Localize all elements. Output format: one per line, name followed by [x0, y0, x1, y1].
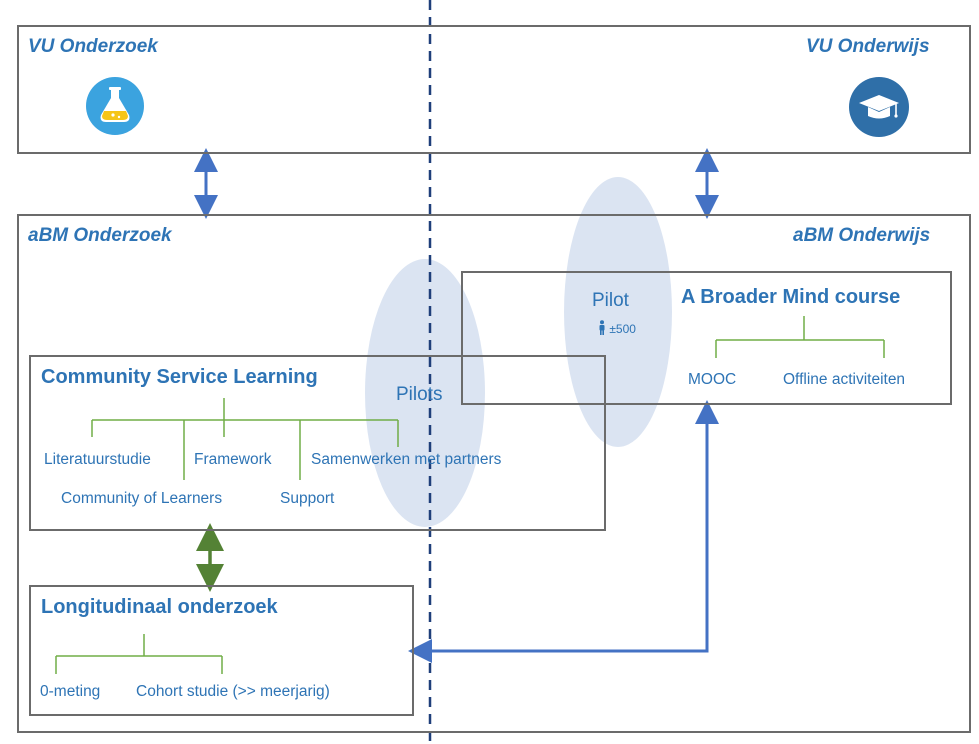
course-box — [461, 271, 952, 405]
longitudinal-item-0-meting: 0-meting — [40, 683, 101, 700]
vu-box — [17, 25, 971, 154]
mooc-longitudinal-arrow — [408, 400, 719, 663]
longitudinal-box — [29, 585, 414, 716]
course-item-offline: Offline activiteiten — [783, 371, 906, 388]
csl-box — [29, 355, 606, 531]
flask-icon — [86, 77, 144, 135]
abm-box — [17, 214, 971, 733]
course-tree — [715, 316, 885, 358]
csl-title: Community Service Learning — [41, 366, 318, 388]
abm-onderzoek-title: aBM Onderzoek — [28, 225, 172, 246]
longitudinal-tree — [55, 634, 223, 674]
longitudinal-item-cohort: Cohort studie (>> meerjarig) — [136, 683, 330, 700]
vu-onderzoek-title: VU Onderzoek — [28, 36, 158, 57]
person-icon — [599, 320, 605, 335]
course-title: A Broader Mind course — [681, 286, 901, 308]
csl-item-framework: Framework — [194, 451, 272, 468]
graduation-cap-icon — [849, 77, 909, 137]
abm-onderwijs-title: aBM Onderwijs — [793, 225, 931, 246]
longitudinal-title: Longitudinaal onderzoek — [41, 596, 278, 618]
csl-item-support: Support — [280, 490, 335, 507]
csl-tree — [91, 398, 399, 480]
pilot-label: Pilot — [592, 290, 629, 311]
csl-item-literatuurstudie: Literatuurstudie — [44, 451, 151, 468]
pilot-count: ±500 — [598, 320, 636, 336]
pilots-label: Pilots — [396, 384, 443, 405]
vu-onderwijs-title: VU Onderwijs — [806, 36, 930, 57]
course-item-mooc: MOOC — [688, 371, 737, 388]
csl-item-community-of-learners: Community of Learners — [61, 490, 223, 507]
csl-item-samenwerken: Samenwerken met partners — [311, 451, 502, 468]
pilot-count-value: ±500 — [609, 322, 636, 336]
